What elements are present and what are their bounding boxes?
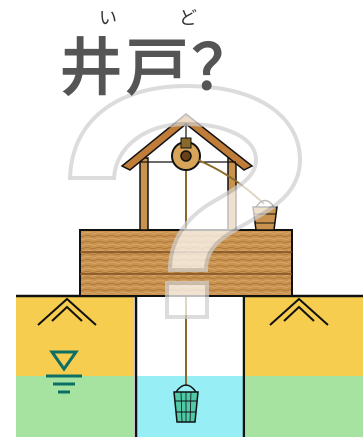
- soil-left: [16, 296, 134, 376]
- post-left: [139, 157, 149, 231]
- ruby-i: い: [99, 8, 117, 29]
- groundwater-right: [246, 376, 363, 437]
- ground-hatch-left: [37, 297, 97, 326]
- water-level-marker-icon: [46, 350, 82, 394]
- ruby-do: ど: [179, 8, 197, 29]
- groundwater-left: [16, 376, 134, 437]
- ground-hatch-right: [269, 297, 329, 326]
- soil-right: [246, 296, 363, 376]
- page-title: 井戸？: [60, 31, 259, 104]
- pulley-icon: [171, 137, 201, 171]
- question-mark-icon: [67, 83, 303, 319]
- wooden-bucket-icon: [173, 384, 199, 423]
